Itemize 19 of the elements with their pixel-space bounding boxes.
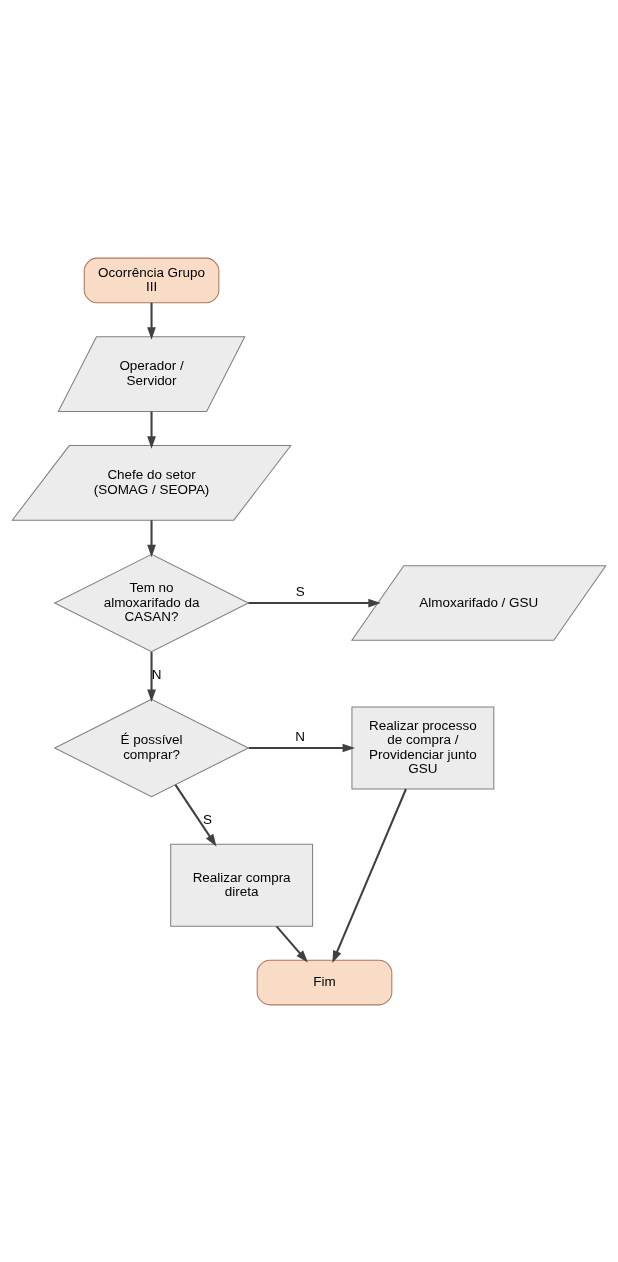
arrow	[147, 302, 156, 340]
node-box: Realizar processo de compra / Providenciar junto GSU	[351, 706, 495, 789]
arrow	[248, 598, 381, 607]
edge-label: N	[151, 666, 162, 682]
arrow	[147, 519, 156, 557]
arrow	[147, 651, 156, 702]
edge-label: S	[295, 583, 305, 599]
node-diamond: É possível comprar?	[53, 698, 250, 797]
edge-label: S	[202, 811, 212, 827]
node-box: Realizar compra direta	[170, 843, 314, 927]
arrow	[174, 783, 217, 846]
edge-label: N	[295, 728, 306, 744]
node-diamond: Tem no almoxarifado da CASAN?	[53, 553, 250, 652]
arrow	[275, 925, 308, 963]
node-box: Ocorrência Grupo III	[83, 257, 220, 303]
node-box: Fim	[256, 959, 393, 1005]
arrow	[248, 743, 356, 752]
arrow	[332, 788, 407, 963]
arrow	[147, 411, 156, 449]
